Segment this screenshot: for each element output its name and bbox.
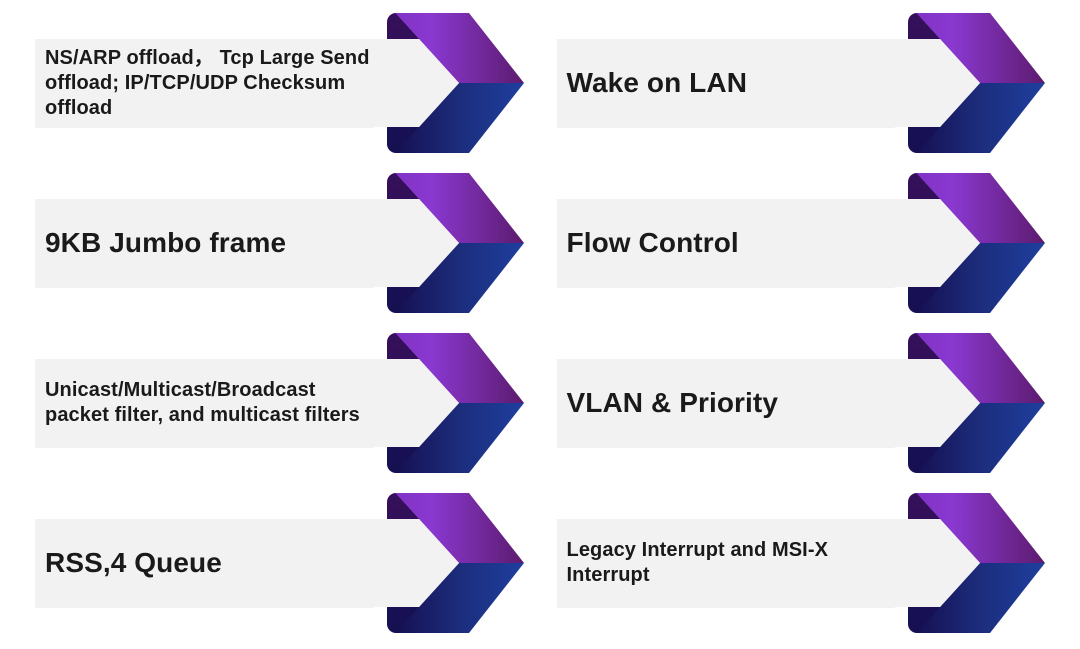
feature-label: NS/ARP offload， Tcp Large Send offload; … [45,46,370,119]
feature-label: Unicast/Multicast/Broadcast packet filte… [45,379,360,426]
arrow-chevron-icon [894,483,1054,643]
feature-item: 9KB Jumbo frame [35,163,533,323]
feature-bar: Unicast/Multicast/Broadcast packet filte… [35,358,374,448]
feature-label: Flow Control [566,227,739,258]
feature-label: 9KB Jumbo frame [45,227,287,258]
feature-item: Legacy Interrupt and MSI-X Interrupt [556,483,1055,643]
feature-bar: VLAN & Priority [556,358,895,448]
feature-bar: Flow Control [556,198,895,288]
arrow-chevron-icon [373,483,533,643]
feature-bar: NS/ARP offload， Tcp Large Send offload; … [35,38,374,128]
feature-item: NS/ARP offload， Tcp Large Send offload; … [35,3,533,163]
feature-label: RSS,4 Queue [45,547,222,578]
feature-label: Legacy Interrupt and MSI-X Interrupt [566,539,829,586]
feature-label: Wake on LAN [566,67,748,98]
feature-bar: 9KB Jumbo frame [35,198,374,288]
feature-item: RSS,4 Queue [35,483,533,643]
feature-bar: Wake on LAN [556,38,895,128]
feature-item: Unicast/Multicast/Broadcast packet filte… [35,323,533,483]
arrow-chevron-icon [894,3,1054,163]
arrow-chevron-icon [373,3,533,163]
feature-item: Wake on LAN [556,3,1055,163]
arrow-chevron-icon [373,323,533,483]
feature-label: VLAN & Priority [566,387,779,418]
feature-bar: RSS,4 Queue [35,518,374,608]
arrow-chevron-icon [894,163,1054,323]
feature-item: VLAN & Priority [556,323,1055,483]
arrow-chevron-icon [373,163,533,323]
feature-item: Flow Control [556,163,1055,323]
arrow-chevron-icon [894,323,1054,483]
feature-bar: Legacy Interrupt and MSI-X Interrupt [556,518,895,608]
